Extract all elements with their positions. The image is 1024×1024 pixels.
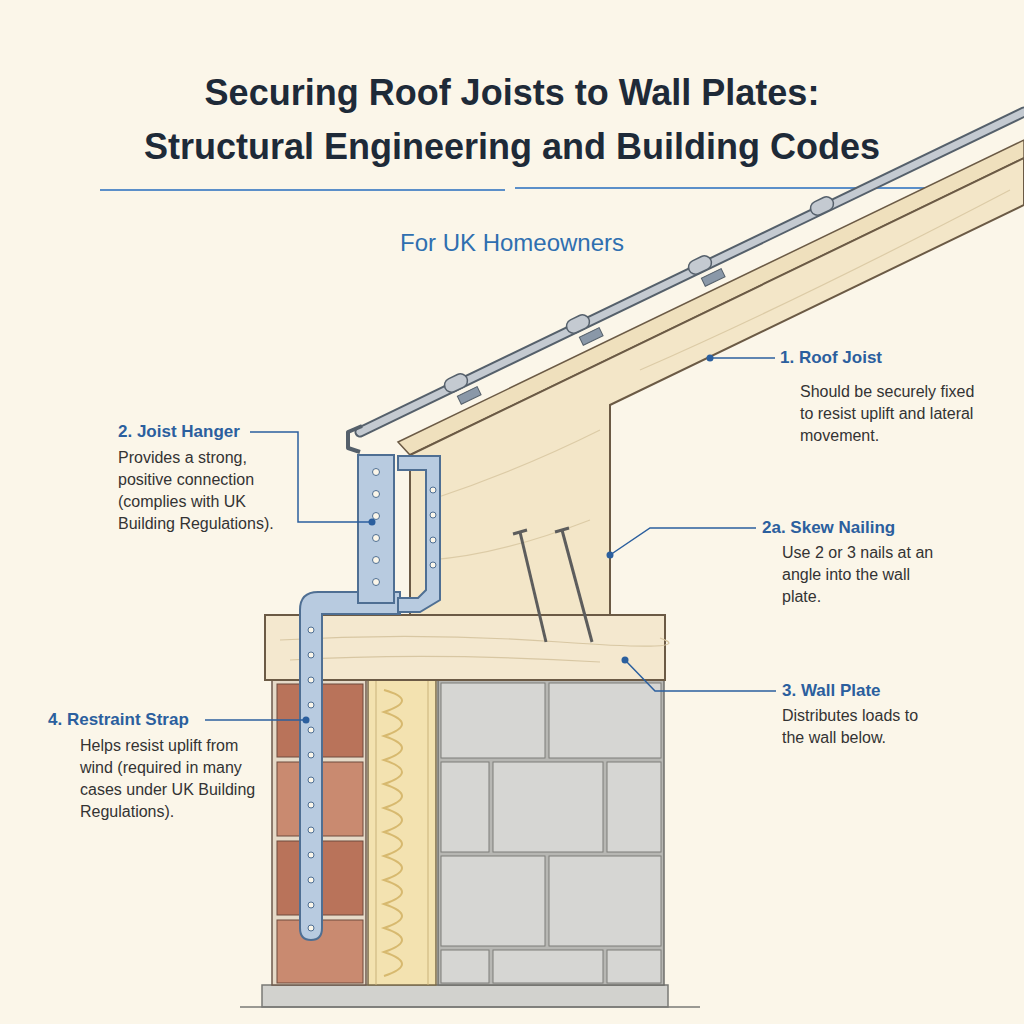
joist-hanger bbox=[398, 456, 440, 612]
joist-hanger bbox=[358, 455, 394, 603]
strap-hole bbox=[308, 677, 314, 683]
strap-hole bbox=[308, 852, 314, 858]
wood-grain bbox=[280, 636, 669, 662]
concrete-block bbox=[441, 950, 489, 983]
nail bbox=[562, 530, 592, 642]
strap-hole bbox=[308, 627, 314, 633]
title-rule bbox=[100, 189, 505, 191]
hanger-hole bbox=[373, 491, 380, 498]
leader-line bbox=[710, 357, 775, 359]
callout-note: Should be securely fixed to resist uplif… bbox=[800, 381, 992, 447]
callout-note: Distributes loads to the wall below. bbox=[782, 705, 944, 749]
concrete-block bbox=[441, 683, 545, 758]
hanger-hole bbox=[430, 512, 436, 518]
callout-heading: 2a. Skew Nailing bbox=[762, 517, 992, 539]
batten bbox=[457, 387, 481, 405]
tile-clip bbox=[686, 253, 714, 276]
hanger-hole bbox=[373, 535, 380, 542]
strap-hole bbox=[308, 902, 314, 908]
concrete-block bbox=[441, 856, 545, 946]
hanger-hole bbox=[373, 579, 380, 586]
callout-heading: 2. Joist Hanger bbox=[118, 421, 288, 443]
wall-plate bbox=[265, 615, 665, 680]
roof-joist bbox=[410, 158, 1024, 615]
tile-clip bbox=[564, 312, 592, 335]
callout-heading: 1. Roof Joist bbox=[780, 347, 1010, 369]
mortar bbox=[438, 680, 664, 985]
concrete-block bbox=[493, 762, 603, 852]
leader-dot bbox=[607, 552, 614, 559]
strap-hole bbox=[308, 877, 314, 883]
batten bbox=[579, 328, 603, 346]
leader-line bbox=[205, 719, 306, 721]
strap-hole bbox=[308, 777, 314, 783]
concrete-block bbox=[549, 856, 661, 946]
callout-heading: 3. Wall Plate bbox=[782, 680, 1002, 702]
batten bbox=[701, 269, 725, 287]
leader-dot bbox=[303, 717, 310, 724]
concrete-block bbox=[607, 950, 661, 983]
nail-head bbox=[555, 528, 569, 532]
concrete-block bbox=[549, 683, 661, 758]
callout-heading: 4. Restraint Strap bbox=[48, 709, 218, 731]
strap-hole bbox=[308, 752, 314, 758]
hanger-hole bbox=[373, 557, 380, 564]
concrete-block bbox=[441, 762, 489, 852]
leader-line bbox=[250, 432, 372, 522]
nail bbox=[520, 532, 546, 642]
subtitle: For UK Homeowners bbox=[0, 228, 1024, 258]
strap-hole bbox=[308, 925, 314, 931]
tile-clip bbox=[442, 371, 470, 394]
strap-hole bbox=[308, 802, 314, 808]
insulation-squiggle bbox=[384, 690, 402, 976]
diagram-title: Securing Roof Joists to Wall Plates: Str… bbox=[42, 66, 982, 174]
strap-hole bbox=[308, 702, 314, 708]
cavity-line bbox=[376, 680, 377, 985]
leader-dot bbox=[369, 519, 376, 526]
concrete-block bbox=[607, 762, 661, 852]
gutter bbox=[348, 426, 362, 452]
tile-clip bbox=[808, 194, 836, 217]
strap-hole bbox=[308, 652, 314, 658]
strap-hole bbox=[308, 727, 314, 733]
hanger-hole bbox=[373, 469, 380, 476]
foundation bbox=[262, 985, 668, 1007]
hanger-hole bbox=[430, 562, 436, 568]
restraint-strap bbox=[300, 592, 400, 940]
concrete-block bbox=[493, 950, 603, 983]
leader-line bbox=[625, 660, 776, 691]
roof-board bbox=[398, 140, 1024, 455]
leader-dot bbox=[622, 657, 629, 664]
ground-line bbox=[240, 1006, 700, 1008]
leader-line bbox=[610, 528, 756, 555]
nail-head bbox=[513, 530, 527, 534]
cavity-line bbox=[428, 680, 429, 985]
callout-note: Provides a strong, positive connection (… bbox=[118, 447, 284, 535]
cavity-insulation bbox=[368, 680, 436, 985]
callout-note: Helps resist uplift from wind (required … bbox=[80, 735, 256, 823]
hanger-hole bbox=[430, 537, 436, 543]
callout-note: Use 2 or 3 nails at an angle into the wa… bbox=[782, 542, 952, 608]
leader-dot bbox=[707, 355, 714, 362]
hanger-hole bbox=[430, 487, 436, 493]
hanger-hole bbox=[373, 513, 380, 520]
strap-hole bbox=[308, 827, 314, 833]
